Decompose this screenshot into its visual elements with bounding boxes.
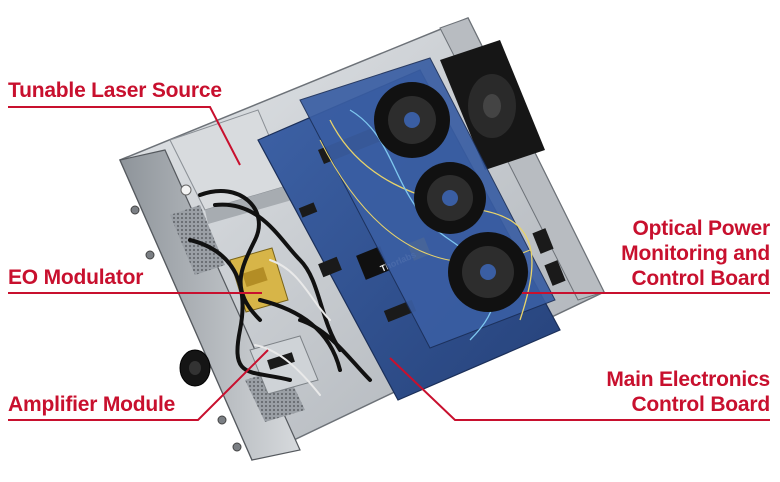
callout-main-electronics-board: Main Electronics Control Board xyxy=(606,367,770,417)
callout-amplifier-module: Amplifier Module xyxy=(8,393,176,416)
leader-line-main-electronics xyxy=(389,357,770,421)
cable-bundle xyxy=(188,189,372,382)
leader-lines xyxy=(8,106,770,421)
callout-main-electronics-line-1: Main Electronics xyxy=(606,368,770,391)
fiber-spool xyxy=(448,232,528,312)
optical-power-board xyxy=(299,57,566,349)
callout-tunable-laser-source: Tunable Laser Source xyxy=(8,79,222,102)
leader-line-tunable-laser xyxy=(8,106,241,166)
callout-eo-modulator: EO Modulator xyxy=(8,266,144,289)
callout-optical-power-line-3: Control Board xyxy=(631,267,770,290)
callout-optical-power-line-1: Optical Power xyxy=(632,217,771,240)
front-panel-controls xyxy=(130,205,242,452)
laser-module xyxy=(169,109,292,224)
callout-main-electronics-line-2: Control Board xyxy=(631,393,770,416)
fiber-spool xyxy=(414,162,486,234)
vent-mesh xyxy=(170,205,225,275)
leader-line-amplifier xyxy=(8,349,269,421)
fiber-spool xyxy=(374,82,450,158)
callout-optical-power-line-2: Monitoring and xyxy=(621,242,770,265)
cooling-fan xyxy=(440,40,545,170)
callout-optical-power-board: Optical Power Monitoring and Control Boa… xyxy=(621,216,770,291)
white-cables xyxy=(254,259,331,396)
